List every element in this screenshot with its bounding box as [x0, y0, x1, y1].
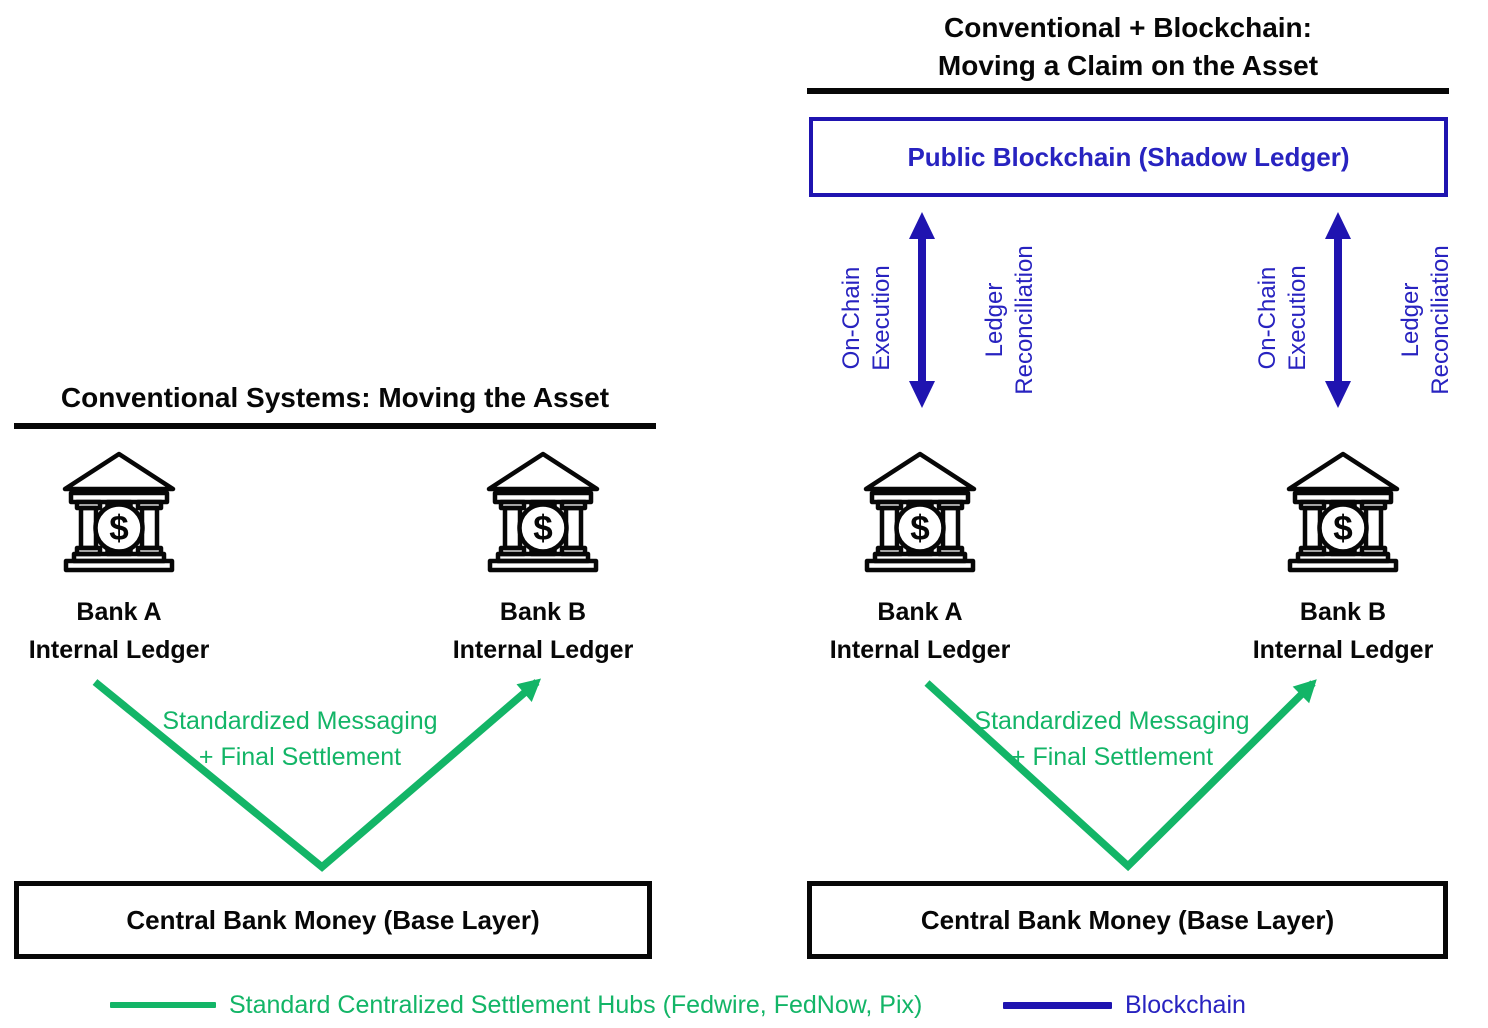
public-blockchain-box: Public Blockchain (Shadow Ledger): [809, 117, 1448, 197]
flow-label-right: Standardized Messaging + Final Settlemen…: [892, 703, 1332, 775]
ledger-reconciliation-label: Ledger Reconciliation: [980, 190, 1040, 450]
central-bank-money-box-right: Central Bank Money (Base Layer): [807, 881, 1448, 959]
bank-a-sublabel: Internal Ledger: [28, 636, 210, 664]
legend-blockchain: Blockchain: [1003, 991, 1246, 1019]
right-panel-title: Conventional + Blockchain: Moving a Clai…: [807, 9, 1449, 94]
flow-label-left: Standardized Messaging + Final Settlemen…: [80, 703, 520, 775]
central-bank-money-label: Central Bank Money (Base Layer): [920, 904, 1335, 935]
bank-icon: $: [863, 451, 977, 573]
ledger-reconciliation-label: Ledger Reconciliation: [1396, 190, 1456, 450]
bank-b-name: Bank B: [1299, 598, 1387, 626]
central-bank-money-label: Central Bank Money (Base Layer): [126, 904, 540, 935]
bank-icon: $: [486, 451, 600, 573]
settlement-flow-arrow: [924, 679, 1317, 872]
ledger-line2: Reconciliation: [1011, 245, 1038, 395]
left-panel-title: Conventional Systems: Moving the Asset: [14, 379, 656, 429]
ledger-line1: Ledger: [1397, 282, 1424, 358]
dollar-sign-icon: $: [1333, 509, 1352, 548]
bank-a-sublabel: Internal Ledger: [829, 636, 1011, 664]
blue-line-swatch: [1003, 1001, 1112, 1009]
onchain-line2: Execution: [1284, 265, 1311, 371]
onchain-line2: Execution: [868, 265, 895, 371]
legend-settlement-label: Standard Centralized Settlement Hubs (Fe…: [229, 991, 923, 1019]
bank-a-label-left: Bank A Internal Ledger: [0, 593, 279, 669]
green-line-swatch: [110, 1002, 216, 1008]
blockchain-sync-arrow: [909, 212, 935, 408]
flow-label-line1: Standardized Messaging: [162, 707, 438, 735]
bank-b-name: Bank B: [499, 598, 587, 626]
bank-b-sublabel: Internal Ledger: [452, 636, 634, 664]
public-blockchain-label: Public Blockchain (Shadow Ledger): [907, 141, 1350, 172]
settlement-flow-arrow: [92, 678, 542, 872]
onchain-execution-label: On-Chain Execution: [837, 188, 897, 448]
bank-a-name: Bank A: [76, 598, 162, 626]
ledger-line1: Ledger: [981, 282, 1008, 358]
bank-icon: $: [62, 451, 176, 573]
ledger-line2: Reconciliation: [1427, 245, 1454, 395]
dollar-sign-icon: $: [109, 509, 128, 548]
bank-icon: $: [1286, 451, 1400, 573]
bank-b-sublabel: Internal Ledger: [1252, 636, 1434, 664]
flow-label-line1: Standardized Messaging: [974, 707, 1250, 735]
onchain-line1: On-Chain: [1254, 266, 1281, 370]
flow-label-line2: + Final Settlement: [1010, 743, 1214, 771]
dollar-sign-icon: $: [910, 509, 929, 548]
blockchain-sync-arrow: [1325, 212, 1351, 408]
onchain-line1: On-Chain: [838, 266, 865, 370]
right-panel-title-line1: Conventional + Blockchain:: [944, 12, 1312, 43]
bank-a-label-right: Bank A Internal Ledger: [760, 593, 1080, 669]
legend-blockchain-label: Blockchain: [1125, 991, 1246, 1019]
left-panel-title-text: Conventional Systems: Moving the Asset: [60, 382, 610, 413]
legend-settlement: Standard Centralized Settlement Hubs (Fe…: [110, 991, 922, 1019]
flow-label-line2: + Final Settlement: [198, 743, 402, 771]
right-panel-title-line2: Moving a Claim on the Asset: [937, 50, 1319, 81]
bank-b-label-left: Bank B Internal Ledger: [383, 593, 703, 669]
bank-b-label-right: Bank B Internal Ledger: [1183, 593, 1488, 669]
central-bank-money-box-left: Central Bank Money (Base Layer): [14, 881, 652, 959]
onchain-execution-label: On-Chain Execution: [1253, 188, 1313, 448]
bank-a-name: Bank A: [877, 598, 963, 626]
dollar-sign-icon: $: [533, 509, 552, 548]
